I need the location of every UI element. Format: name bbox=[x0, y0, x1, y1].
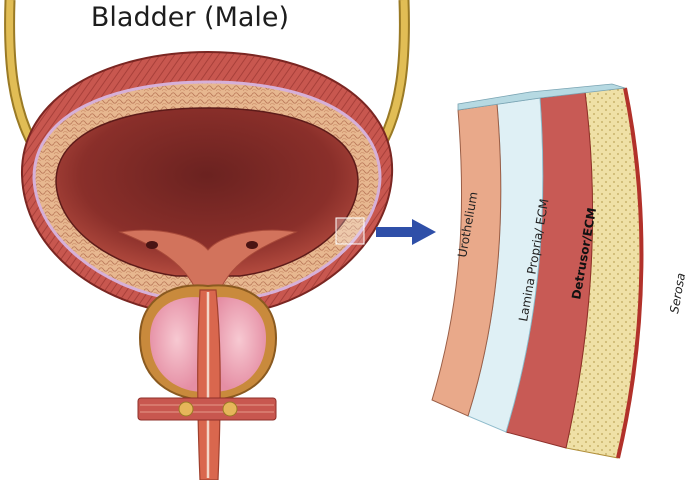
ureteric-orifice-left bbox=[146, 241, 158, 249]
zoom-arrow bbox=[376, 219, 436, 245]
ureter-left bbox=[10, 0, 36, 150]
label-serosa: Serosa bbox=[667, 272, 685, 315]
magnified-region bbox=[336, 218, 364, 244]
pelvic-floor-muscle bbox=[138, 398, 276, 420]
ureteric-orifice-right bbox=[246, 241, 258, 249]
